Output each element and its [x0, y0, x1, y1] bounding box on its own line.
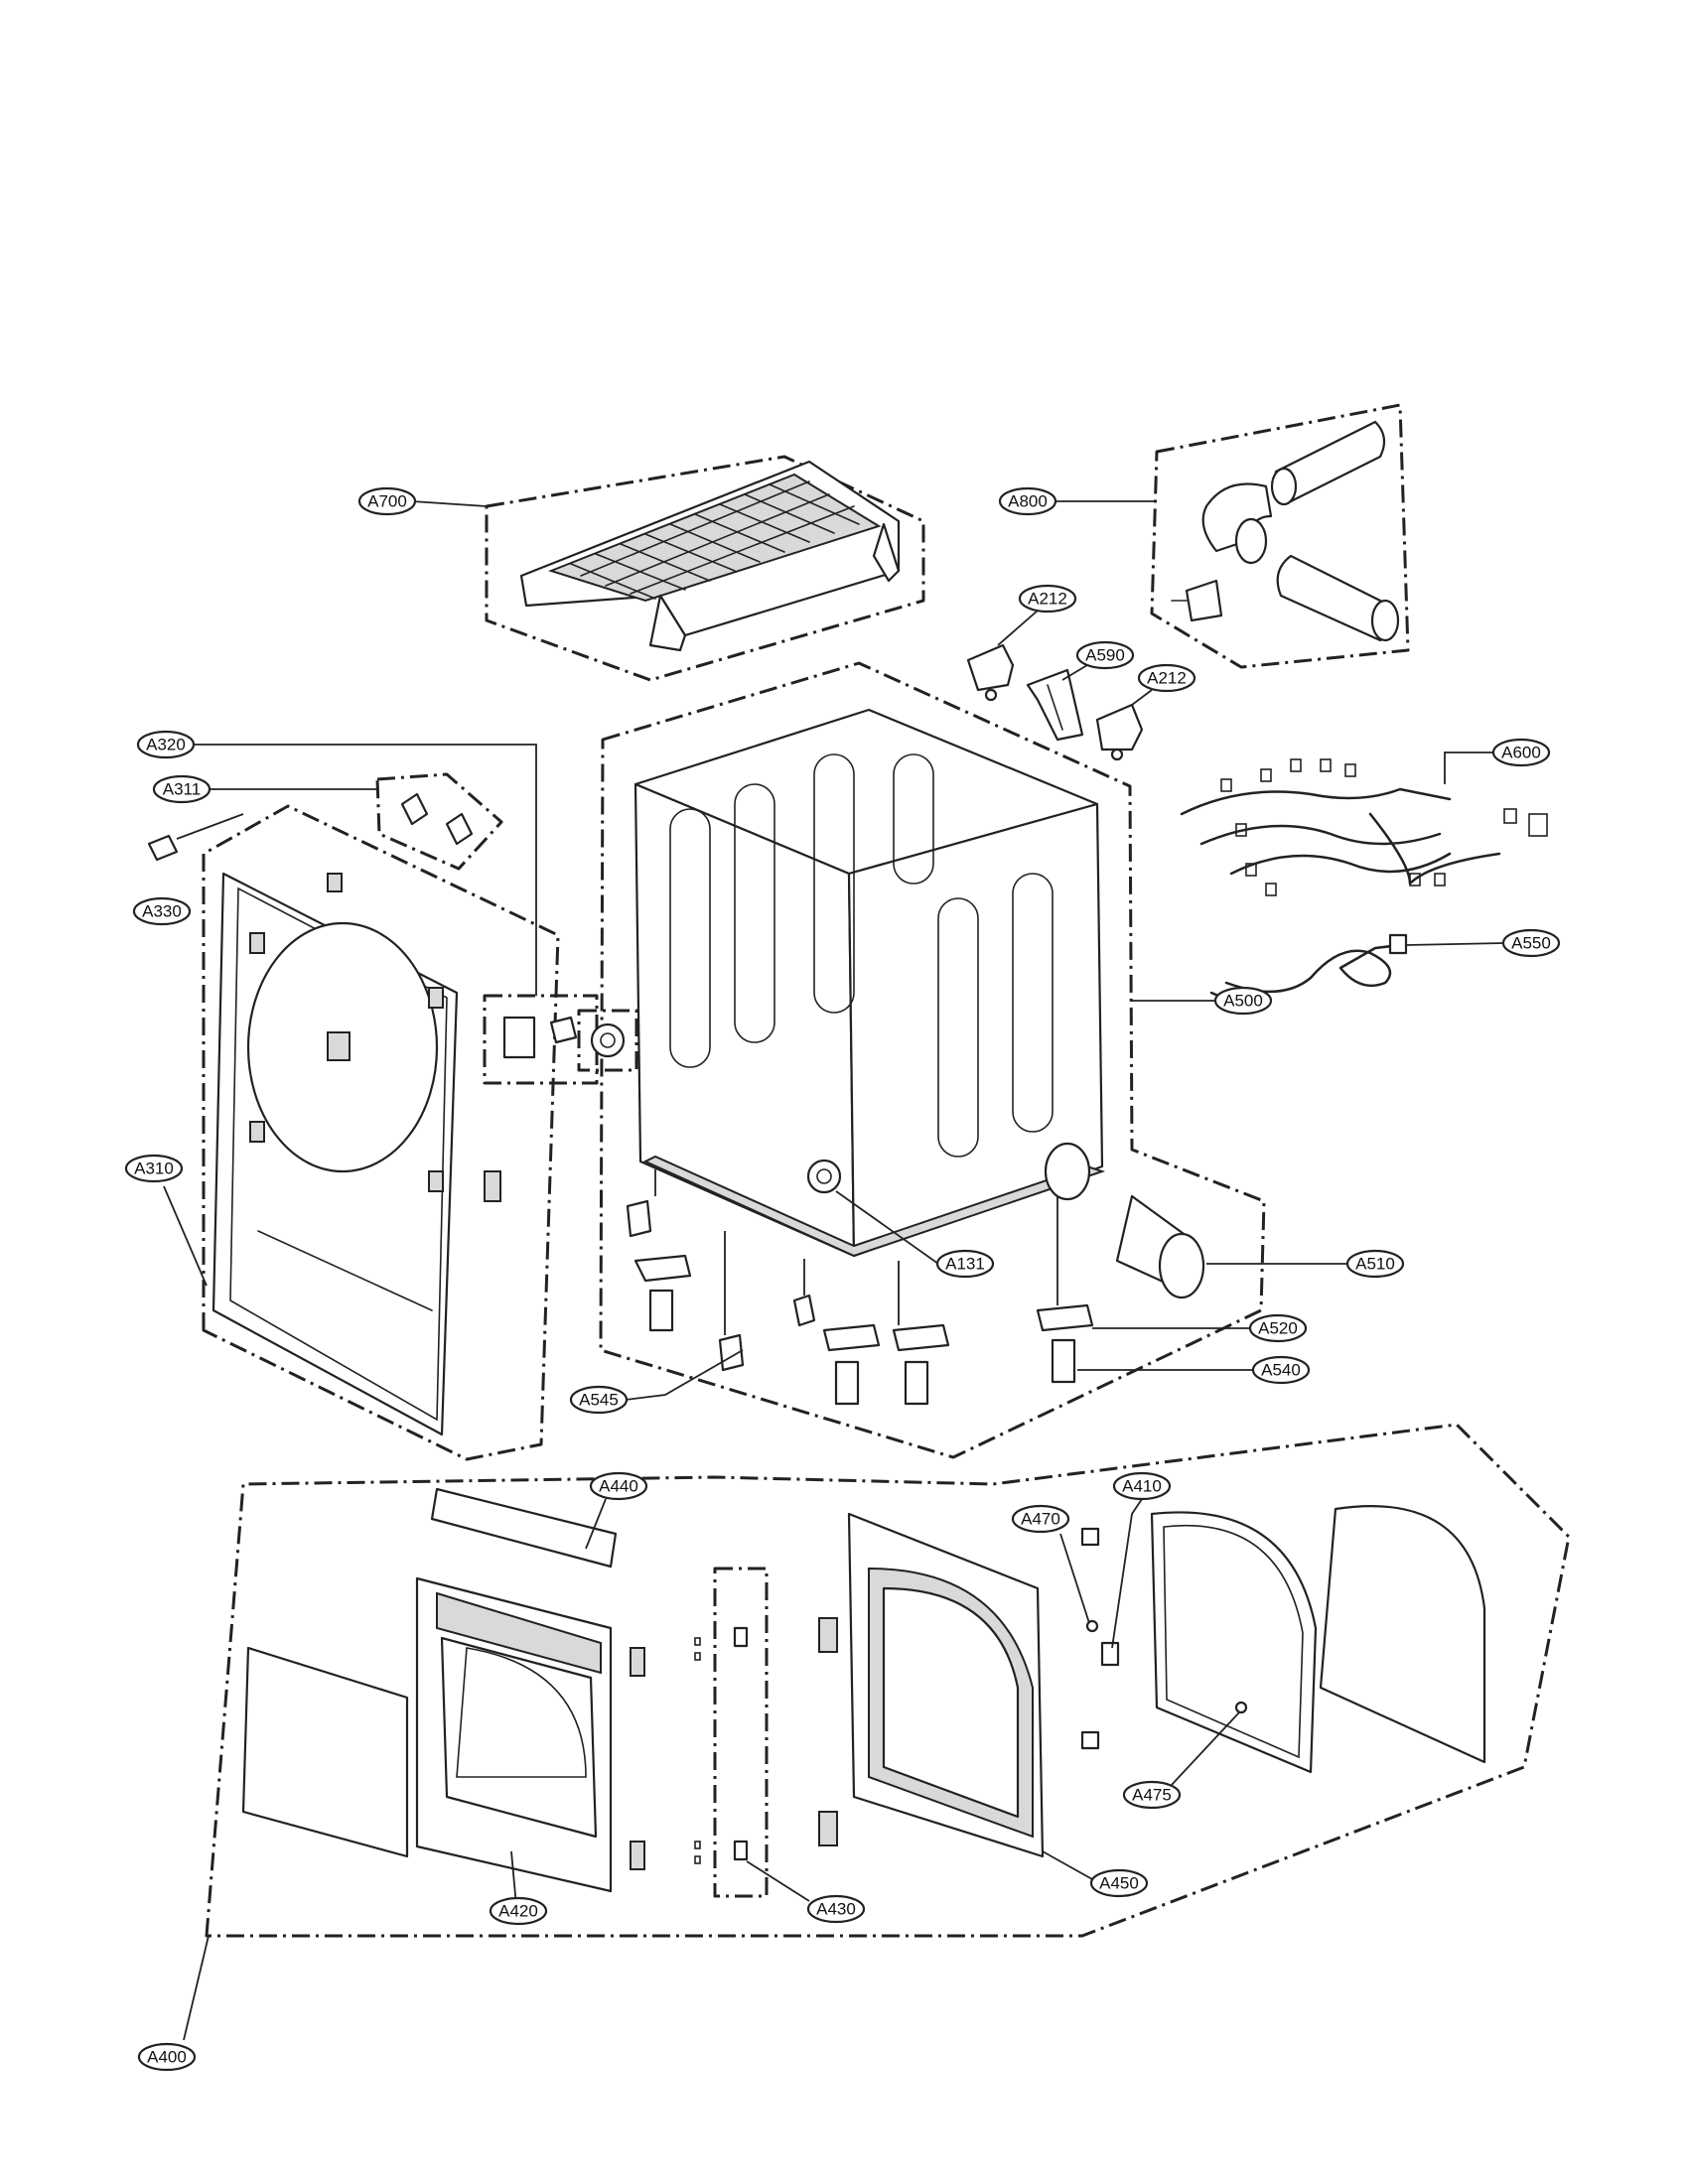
callout-a212-top: A212 [1018, 584, 1077, 614]
callout-label-a440: A440 [599, 1477, 638, 1496]
group-outline-hinge-a311 [375, 772, 503, 871]
leader-lines [163, 500, 1505, 2041]
callout-label-a520: A520 [1258, 1319, 1298, 1338]
door-cover-part [1319, 1505, 1486, 1764]
callout-label-a510: A510 [1355, 1255, 1395, 1274]
callout-label-a600: A600 [1501, 744, 1541, 762]
switch-part-a320 [502, 1016, 578, 1059]
callout-a475: A475 [1122, 1780, 1182, 1810]
group-outline-front-panel [202, 804, 560, 1461]
door-handle-part-a440 [430, 1487, 618, 1569]
callout-a500: A500 [1213, 986, 1273, 1016]
callout-a590: A590 [1075, 640, 1135, 670]
callout-a320: A320 [136, 730, 196, 759]
leg-leaders [654, 1169, 1058, 1335]
callout-a700: A700 [357, 486, 417, 516]
door-gasket-part [1150, 1511, 1318, 1774]
callout-label-a545: A545 [579, 1391, 619, 1410]
small-parts-a410-a470 [1080, 1527, 1120, 1750]
callout-label-a330: A330 [142, 902, 182, 921]
group-outline-bearing-left [577, 1009, 638, 1072]
callout-label-a420: A420 [498, 1902, 538, 1921]
callout-a470: A470 [1011, 1504, 1070, 1534]
clip-part-a330 [147, 813, 244, 862]
callout-label-a450: A450 [1099, 1874, 1139, 1893]
latch-parts-a430 [694, 1626, 749, 1864]
callout-label-a212-right: A212 [1147, 669, 1187, 688]
callout-label-a700: A700 [367, 492, 407, 511]
rear-bearing-part-a131 [806, 1159, 842, 1194]
callout-label-a131: A131 [945, 1255, 985, 1274]
top-plate-part [519, 460, 901, 652]
callout-label-a320: A320 [146, 736, 186, 754]
callout-a330: A330 [132, 896, 192, 926]
bracket-part-a590 [1026, 668, 1084, 742]
callout-a440: A440 [589, 1471, 648, 1501]
callout-a410: A410 [1112, 1471, 1172, 1501]
callout-a550: A550 [1501, 928, 1561, 958]
callout-a510: A510 [1345, 1249, 1405, 1279]
group-outline-cabinet [599, 661, 1266, 1459]
callout-label-a470: A470 [1021, 1510, 1060, 1529]
callout-label-a475: A475 [1132, 1786, 1172, 1805]
group-outline-duct [1150, 403, 1410, 669]
inner-door-part-a450 [818, 1512, 1045, 1858]
cabinet-part [633, 708, 1106, 1258]
callout-label-a212-top: A212 [1028, 590, 1067, 609]
leg-feet-parts [626, 1199, 1094, 1406]
exhaust-duct-part [1171, 420, 1400, 642]
exhaust-outlet-part-a510 [1115, 1194, 1205, 1299]
side-hinge-part [484, 1170, 501, 1202]
callout-a310: A310 [124, 1154, 184, 1183]
callout-label-a400: A400 [147, 2048, 187, 2067]
group-outline-a430 [713, 1567, 769, 1898]
callout-label-a430: A430 [816, 1900, 856, 1919]
door-frame-part-a420 [415, 1576, 645, 1893]
callout-a545: A545 [569, 1385, 629, 1415]
callout-label-a800: A800 [1008, 492, 1048, 511]
callout-a450: A450 [1089, 1868, 1149, 1898]
callout-label-a310: A310 [134, 1160, 174, 1178]
hinge-part-a311 [400, 792, 474, 846]
thermostat-part-right [1095, 703, 1144, 761]
callout-a430: A430 [806, 1894, 866, 1924]
bearing-part [590, 1023, 626, 1058]
door-glass-part [241, 1646, 409, 1858]
callout-a400: A400 [137, 2042, 197, 2072]
callout-a212-right: A212 [1137, 663, 1196, 693]
wire-harness-part [1180, 758, 1548, 896]
callout-a131: A131 [935, 1249, 995, 1279]
group-outline-top-plate [485, 455, 925, 682]
callout-a420: A420 [489, 1896, 548, 1926]
callout-a520: A520 [1248, 1313, 1308, 1343]
callout-label-a500: A500 [1223, 992, 1263, 1011]
front-panel-part [211, 872, 459, 1436]
thermostat-part-top [966, 643, 1015, 702]
callout-a600: A600 [1491, 738, 1551, 767]
callout-label-a410: A410 [1122, 1477, 1162, 1496]
callout-a311: A311 [152, 774, 211, 804]
callout-label-a311: A311 [163, 780, 201, 799]
callout-label-a550: A550 [1511, 934, 1551, 953]
callout-a540: A540 [1251, 1355, 1311, 1385]
callout-label-a540: A540 [1261, 1361, 1301, 1380]
callout-label-a590: A590 [1085, 646, 1125, 665]
callout-a800: A800 [998, 486, 1057, 516]
